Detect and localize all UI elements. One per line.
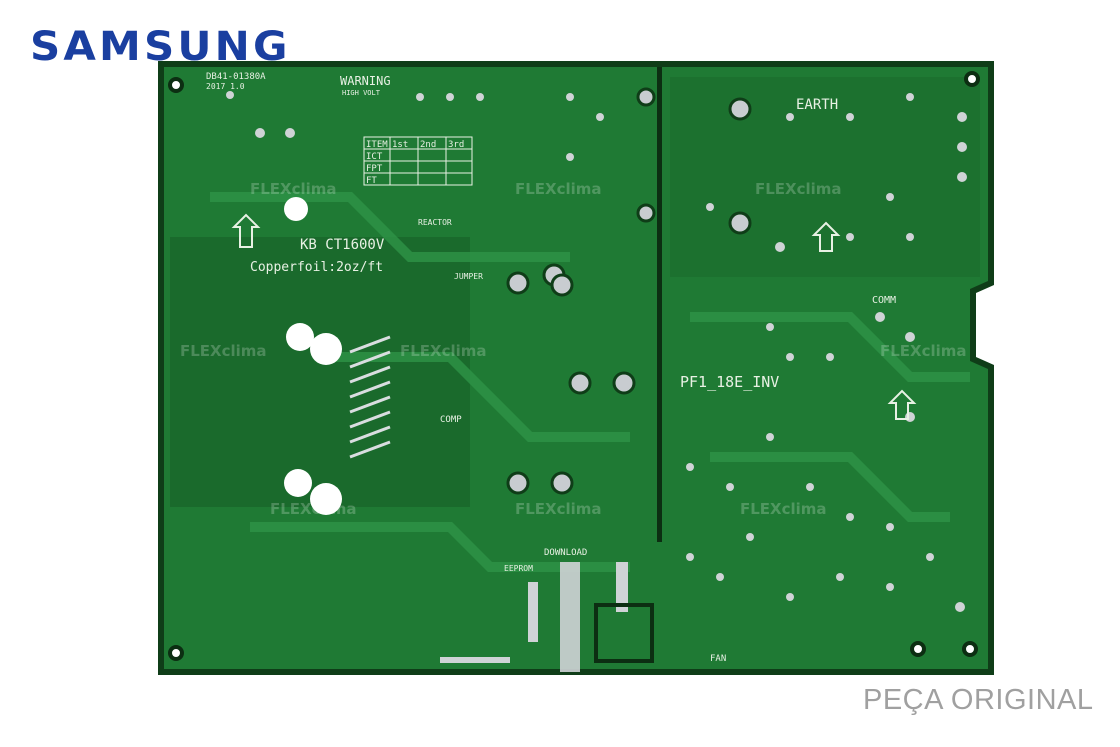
- fan-text: FAN: [710, 654, 726, 664]
- table-row-fpt: FPT: [366, 164, 383, 174]
- table-row-ict: ICT: [366, 152, 383, 162]
- download-text: DOWNLOAD: [544, 548, 587, 558]
- comp-text: COMP: [440, 415, 462, 425]
- inv-label-text: PF1_18E_INV: [680, 373, 779, 391]
- part-number-text: DB41-01380A: [206, 72, 266, 82]
- copperfoil-text: Copperfoil:2oz/ft: [250, 260, 383, 275]
- comm-text: COMM: [872, 295, 896, 306]
- arrow-up-icon: [887, 389, 917, 420]
- earth-text: EARTH: [796, 97, 838, 113]
- jumper-text: JUMPER: [454, 272, 483, 281]
- table-row-ft: FT: [366, 176, 377, 186]
- arrow-up-icon: [231, 213, 261, 248]
- year-text: 2017 1.0: [206, 82, 245, 91]
- original-part-label: PEÇA ORIGINAL: [863, 684, 1094, 716]
- reactor-text: REACTOR: [418, 218, 452, 227]
- warning-sub-text: HIGH VOLT: [342, 89, 381, 97]
- table-header-1st: 1st: [392, 140, 408, 150]
- table-header-2nd: 2nd: [420, 140, 436, 150]
- table-header-3rd: 3rd: [448, 140, 464, 150]
- pcb-board-image: DB41-01380A 2017 1.0 WARNING HIGH VOLT K…: [158, 61, 994, 675]
- arrow-up-icon: [811, 221, 841, 252]
- model-text: KB CT1600V: [300, 237, 385, 253]
- warning-text: WARNING: [340, 74, 391, 88]
- table-header-item: ITEM: [366, 140, 388, 150]
- eeprom-text: EEPROM: [504, 564, 533, 573]
